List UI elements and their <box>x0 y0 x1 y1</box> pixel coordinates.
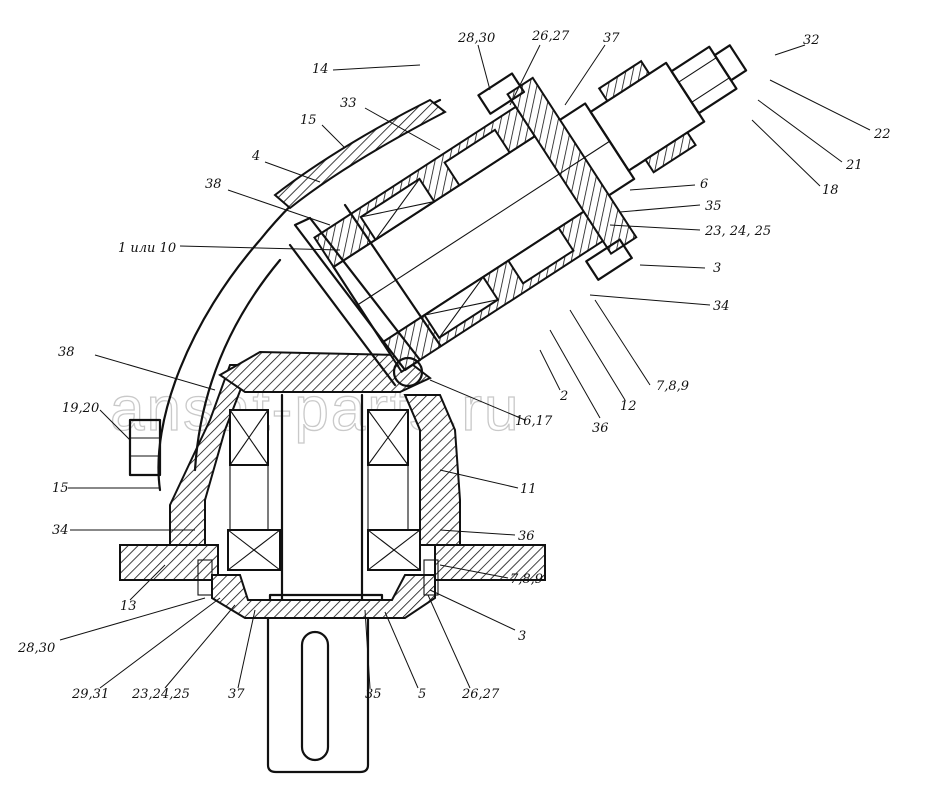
callout-37-top: 37 <box>603 31 620 46</box>
callout-7-8-9-top: 7,8,9 <box>656 379 689 394</box>
callout-34-left: 34 <box>52 523 69 538</box>
callout-23-24-25-right: 23, 24, 25 <box>704 224 771 239</box>
callout-36-right: 36 <box>518 529 535 544</box>
callout-35-bottom: 35 <box>365 687 382 702</box>
callout-6: 6 <box>700 177 708 192</box>
bevel-gear <box>288 203 442 388</box>
callout-labels: 14 28,30 26,27 37 32 22 21 18 33 15 4 38… <box>17 29 891 702</box>
inclined-shaft-assembly <box>313 44 748 374</box>
callout-26-27-top: 26,27 <box>531 29 570 44</box>
callout-1-or-10: 1 или 10 <box>118 241 176 256</box>
callout-36-mid: 36 <box>592 421 609 436</box>
callout-12: 12 <box>620 399 637 414</box>
callout-22: 22 <box>873 127 891 142</box>
callout-23-24-25-bottom: 23,24,25 <box>131 687 190 702</box>
callout-29-31: 29,31 <box>71 687 109 702</box>
leader-lines <box>59 44 871 689</box>
callout-35-right: 35 <box>705 199 722 214</box>
callout-14-top: 14 <box>312 62 329 77</box>
callout-16-17: 16,17 <box>515 414 553 429</box>
callout-5: 5 <box>418 687 426 702</box>
callout-34-right: 34 <box>713 299 730 314</box>
callout-21: 21 <box>845 158 863 173</box>
callout-38-top: 38 <box>205 177 222 192</box>
vertical-housing-section <box>119 350 546 774</box>
callout-15-top: 15 <box>300 113 317 128</box>
callout-37-bottom: 37 <box>228 687 245 702</box>
callout-7-8-9-right: 7,8,9 <box>510 572 543 587</box>
callout-15-left: 15 <box>52 481 69 496</box>
callout-38-left: 38 <box>58 345 75 360</box>
callout-18: 18 <box>822 183 839 198</box>
callout-13: 13 <box>120 599 137 614</box>
callout-32: 32 <box>803 33 820 48</box>
callout-11: 11 <box>520 482 537 497</box>
callout-3-bottom: 3 <box>518 629 526 644</box>
callout-19-20: 19,20 <box>62 401 99 416</box>
callout-28-30-top: 28,30 <box>457 31 495 46</box>
callout-4: 4 <box>251 149 260 164</box>
callout-26-27-bottom: 26,27 <box>461 687 500 702</box>
callout-28-30-bottom: 28,30 <box>17 641 55 656</box>
callout-33: 33 <box>340 96 357 111</box>
callout-3-right: 3 <box>713 261 721 276</box>
callout-2: 2 <box>559 389 568 404</box>
